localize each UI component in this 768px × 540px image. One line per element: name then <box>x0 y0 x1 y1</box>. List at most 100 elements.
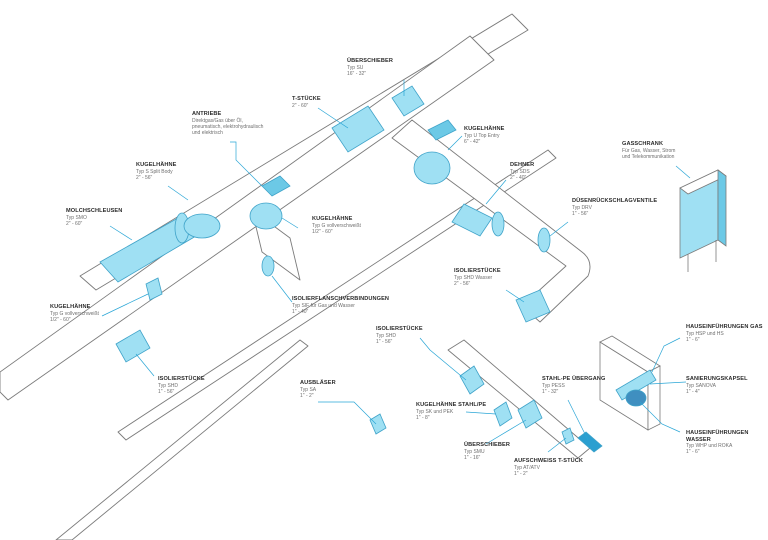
label-title: KUGELHÄHNE STAHL/PE <box>416 402 487 408</box>
blow-off <box>369 413 387 435</box>
label-line: Typ PESS <box>542 382 565 389</box>
label-line: Typ SHD Wasser <box>454 274 493 281</box>
label-title: ISOLIERSTÜCKE <box>454 268 501 274</box>
expansion-flange <box>491 211 505 237</box>
label-title: ISOLIERFLANSCHVERBINDUNGEN <box>292 296 390 302</box>
house-entry-water <box>625 389 647 407</box>
leader-kugel-g2 <box>101 293 149 317</box>
label-dehner: DEHNER Typ SDS 2" - 40" <box>510 162 534 181</box>
label-line: 1" - 56" <box>376 338 393 345</box>
leader-stahl-pe <box>567 399 589 441</box>
insulating-piece-1 <box>115 329 151 363</box>
leader-kugel-g1 <box>281 217 299 229</box>
leader-isolierflansch <box>271 275 293 303</box>
label-title: KUGELHÄHNE <box>312 216 353 222</box>
label-line: 1" - 2" <box>300 392 314 399</box>
label-kugel-stahlpe: KUGELHÄHNE STAHL/PE Typ SK und PEK 1" - … <box>416 402 486 421</box>
label-line: 1" - 8" <box>416 414 430 421</box>
label-title: SANIERUNGSKAPSEL <box>686 376 748 382</box>
sleeve-su <box>391 85 425 117</box>
leader-kugel-stahlpe <box>465 411 497 415</box>
label-title: HAUSEINFÜHRUNGEN GAS <box>686 324 763 330</box>
check-valve <box>537 227 551 253</box>
label-line: Typ HSP und HS <box>686 330 724 337</box>
label-isolier-shd-2: ISOLIERSTÜCKE Typ SHD 1" - 56" <box>376 326 423 345</box>
label-title: ISOLIERSTÜCKE <box>158 376 205 382</box>
tee-piece <box>331 105 385 153</box>
label-line: Typ DRV <box>572 204 592 211</box>
label-line: 2" - 56" <box>136 174 153 181</box>
steel-pe-transition <box>577 431 603 453</box>
ball-valve-s <box>183 213 221 239</box>
label-line: Typ SANOVA <box>686 382 716 389</box>
label-line: Für Gas, Wasser, Strom <box>622 147 676 154</box>
leader-isolier-wasser <box>505 289 525 303</box>
label-line: Typ G vollverschweißt <box>312 222 361 229</box>
label-line: 1" - 6" <box>686 336 700 343</box>
ball-valve-u <box>413 151 451 185</box>
label-line: Typ SDS <box>510 168 530 175</box>
leader-dehner <box>485 179 507 205</box>
label-line: Typ AT/ATV <box>514 464 540 471</box>
thin-pipe-left <box>117 149 557 441</box>
label-gasschrank: GASSCHRANK Für Gas, Wasser, Strom und Te… <box>622 141 675 160</box>
label-line: Typ SK und PEK <box>416 408 454 415</box>
insulating-piece-2 <box>459 365 485 395</box>
leader-isolier-2 <box>419 337 467 381</box>
label-kugelhaehne-u: KUGELHÄHNE Typ U Top Entry 6" - 42" <box>464 126 504 145</box>
label-title: DÜSENRÜCKSCHLAGVENTILE <box>572 198 658 204</box>
insulating-flange <box>261 255 275 277</box>
label-title: KUGELHÄHNE <box>50 304 91 310</box>
label-title: HAUSEINFÜHRUNGEN WASSER <box>686 430 749 443</box>
label-title: STAHL-PE ÜBERGANG <box>542 376 606 382</box>
label-line: 1" - 16" <box>464 454 481 461</box>
label-line: 16" - 32" <box>347 70 367 77</box>
label-stahl-pe: STAHL-PE ÜBERGANG Typ PESS 1" - 32" <box>542 376 605 395</box>
label-line: Direktgas/Gas über Öl, <box>192 117 243 124</box>
label-title: T-STÜCKE <box>292 96 321 102</box>
label-line: Typ S Split Body <box>136 168 173 175</box>
label-line: 2" - 60" <box>66 220 83 227</box>
label-line: 1" - 56" <box>572 210 589 217</box>
leader-smu <box>485 419 527 445</box>
label-aufschweiss: AUFSCHWEISS T-STÜCK Typ AT/ATV 1" - 2" <box>514 458 583 477</box>
label-line: Typ SU <box>347 64 364 71</box>
leader-sanierung <box>649 381 687 385</box>
label-line: 2" - 56" <box>454 280 471 287</box>
label-line: 1" - 2" <box>514 470 528 477</box>
label-line: 1/2" - 60" <box>312 228 333 235</box>
label-line: Typ SHD <box>376 332 397 339</box>
leader-antriebe <box>230 141 263 187</box>
label-kugelhaehne-s: KUGELHÄHNE Typ S Split Body 2" - 56" <box>136 162 176 181</box>
ball-valve-g <box>249 202 283 230</box>
label-title: MOLCHSCHLEUSEN <box>66 208 123 214</box>
label-line: 2" - 40" <box>510 174 527 181</box>
label-line: Typ G vollverschweißt <box>50 310 99 317</box>
label-hauseinf-gas: HAUSEINFÜHRUNGEN GAS Typ HSP und HS 1" -… <box>686 324 763 343</box>
label-title: ÜBERSCHIEBER <box>347 58 393 64</box>
label-line: Typ SA <box>300 386 317 393</box>
label-line: und elektrisch <box>192 129 223 136</box>
label-title: GASSCHRANK <box>622 141 664 147</box>
label-line: 1" - 56" <box>158 388 175 395</box>
label-title: KUGELHÄHNE <box>464 126 505 132</box>
label-title: KUGELHÄHNE <box>136 162 177 168</box>
leader-aufschweiss <box>547 437 567 453</box>
label-t-stuecke: T-STÜCKE 2" - 60" <box>292 96 321 109</box>
label-line: pneumatisch, elektrohydraulisch <box>192 123 264 130</box>
thin-pipe-down <box>55 339 309 540</box>
label-isolier-shd-1: ISOLIERSTÜCKE Typ SHD 1" - 56" <box>158 376 205 395</box>
expansion-joint <box>451 203 493 237</box>
label-line: 1" - 32" <box>542 388 559 395</box>
actuator-u <box>427 119 457 141</box>
label-ueberschieber-smu: ÜBERSCHIEBER Typ SMU 1" - 16" <box>464 442 510 461</box>
leader-ausblaeser <box>318 401 377 425</box>
label-line: Typ SHD <box>158 382 179 389</box>
leader-molch <box>109 225 133 241</box>
label-title: ÜBERSCHIEBER <box>464 442 510 448</box>
gas-cabinet <box>679 169 727 272</box>
label-antriebe: ANTRIEBE Direktgas/Gas über Öl, pneumati… <box>192 111 263 136</box>
label-line: Typ WHP und ROKA <box>686 443 733 450</box>
leader-hauseinf-wasser <box>639 401 681 433</box>
